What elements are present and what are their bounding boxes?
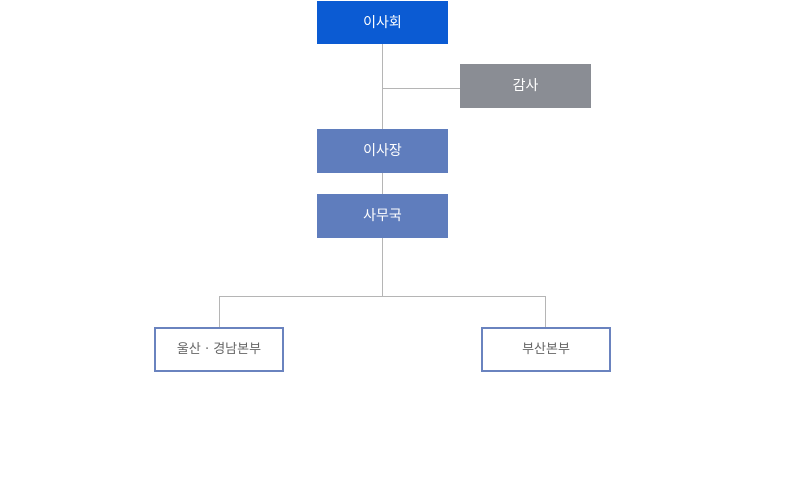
connector-board-to-chairman	[382, 44, 383, 129]
node-auditor: 감사	[460, 64, 591, 108]
node-secretariat-label: 사무국	[363, 208, 402, 224]
node-board: 이사회	[317, 1, 448, 44]
connector-branch-horizontal	[219, 296, 546, 297]
connector-secretariat-down	[382, 238, 383, 296]
connector-chairman-to-secretariat	[382, 173, 383, 194]
connector-to-busan-branch	[545, 296, 546, 327]
connector-to-ulsan-branch	[219, 296, 220, 327]
node-chairman: 이사장	[317, 129, 448, 173]
node-busan-branch-label: 부산본부	[522, 342, 570, 357]
node-busan-branch: 부산본부	[481, 327, 611, 372]
node-ulsan-gyeongnam-branch-label: 울산 · 경남본부	[176, 342, 262, 357]
node-chairman-label: 이사장	[363, 143, 402, 159]
node-ulsan-gyeongnam-branch: 울산 · 경남본부	[154, 327, 284, 372]
node-auditor-label: 감사	[512, 78, 539, 94]
node-secretariat: 사무국	[317, 194, 448, 238]
connector-to-auditor	[382, 88, 460, 89]
node-board-label: 이사회	[363, 14, 402, 31]
